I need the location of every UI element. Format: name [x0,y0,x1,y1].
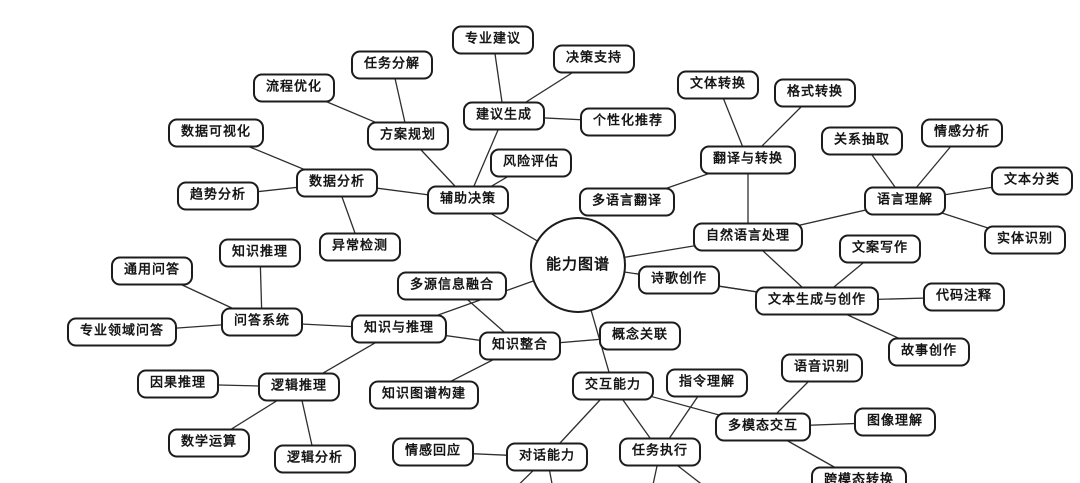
node-anomaly_detect[interactable]: 异常检测 [318,232,402,262]
node-speech_recognize[interactable]: 语音识别 [780,353,864,383]
node-lang_understand[interactable]: 语言理解 [863,186,947,216]
node-process_opt[interactable]: 流程优化 [252,73,336,103]
node-multi_source_fusion[interactable]: 多源信息融合 [396,271,508,301]
node-concept_assoc[interactable]: 概念关联 [598,321,682,351]
node-pro_advice[interactable]: 专业建议 [451,25,535,55]
node-entity_recognize[interactable]: 实体识别 [983,225,1067,255]
node-knowledge_infer[interactable]: 知识推理 [218,238,302,268]
node-emotion_response[interactable]: 情感回应 [391,437,475,467]
node-general_qa[interactable]: 通用问答 [110,256,194,286]
node-dialogue[interactable]: 对话能力 [505,442,589,472]
node-personalized_rec[interactable]: 个性化推荐 [579,107,677,137]
node-trend_analysis[interactable]: 趋势分析 [176,181,260,211]
node-domain_qa[interactable]: 专业领域问答 [66,317,178,347]
node-instruction_understand[interactable]: 指令理解 [665,368,749,398]
node-decision_support[interactable]: 决策支持 [552,44,636,74]
node-suggestion_gen[interactable]: 建议生成 [462,101,546,131]
node-nlp[interactable]: 自然语言处理 [692,222,804,252]
mindmap-center-node[interactable]: 能力图谱 [530,217,626,313]
node-logic_reasoning[interactable]: 逻辑推理 [257,372,341,402]
node-text_classify[interactable]: 文本分类 [990,166,1074,196]
node-multilingual[interactable]: 多语言翻译 [578,187,676,217]
node-task_decompose[interactable]: 任务分解 [350,50,434,80]
node-interaction[interactable]: 交互能力 [571,371,655,401]
node-translate_convert[interactable]: 翻译与转换 [699,145,797,175]
node-image_understand[interactable]: 图像理解 [853,407,937,437]
node-knowledge_integrate[interactable]: 知识整合 [478,331,562,361]
node-poetry[interactable]: 诗歌创作 [637,265,721,295]
node-causal_reasoning[interactable]: 因果推理 [136,369,220,399]
node-sentiment[interactable]: 情感分析 [920,118,1004,148]
node-math_ops[interactable]: 数学运算 [167,428,251,458]
node-format_convert[interactable]: 格式转换 [773,78,857,108]
node-relation_extract[interactable]: 关系抽取 [820,126,904,156]
node-task_exec[interactable]: 任务执行 [618,437,702,467]
node-plan[interactable]: 方案规划 [366,121,450,151]
node-assist_decision[interactable]: 辅助决策 [426,185,510,215]
node-code_comment[interactable]: 代码注释 [922,282,1006,312]
node-data_vis[interactable]: 数据可视化 [167,118,265,148]
node-multimodal[interactable]: 多模态交互 [714,412,812,442]
node-crossmodal_convert[interactable]: 跨模态转换 [810,466,908,483]
node-text_gen[interactable]: 文本生成与创作 [754,286,880,316]
node-risk_assess[interactable]: 风险评估 [489,148,573,178]
node-copywriting[interactable]: 文案写作 [838,234,922,264]
node-kg_construct[interactable]: 知识图谱构建 [368,380,480,410]
node-qa_system[interactable]: 问答系统 [220,307,304,337]
node-logic_analysis[interactable]: 逻辑分析 [273,444,357,474]
node-data_analysis[interactable]: 数据分析 [295,168,379,198]
node-style_convert[interactable]: 文体转换 [676,70,760,100]
node-knowledge_reasoning[interactable]: 知识与推理 [350,314,448,344]
node-story[interactable]: 故事创作 [887,337,971,367]
